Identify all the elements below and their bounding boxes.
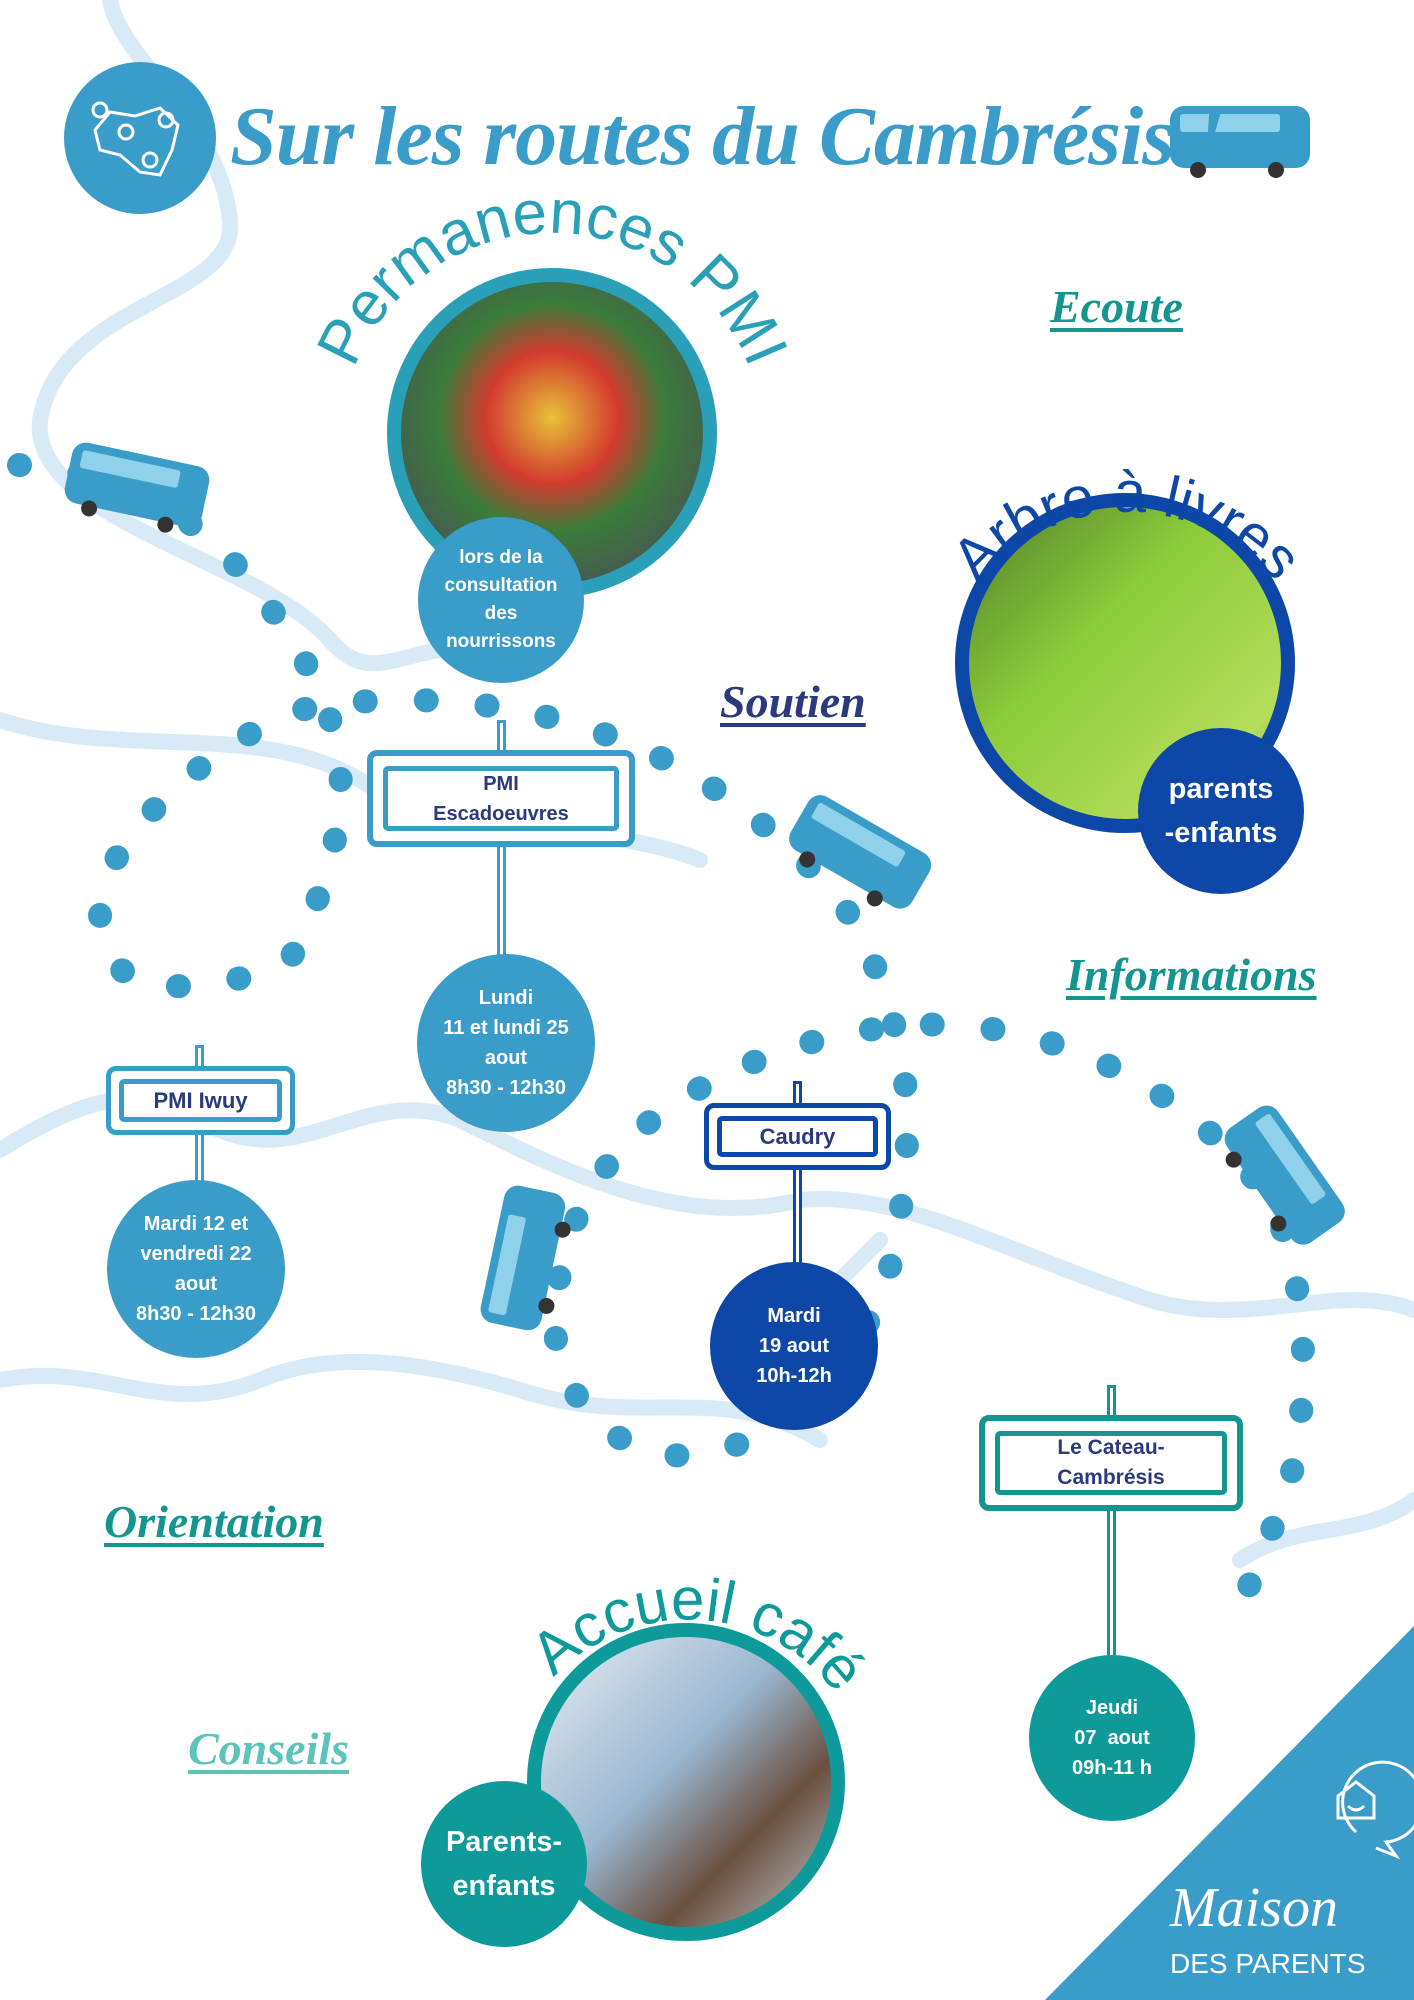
- corner-triangle: [1045, 1626, 1414, 2000]
- page-title: Sur les routes du Cambrésis !: [230, 90, 1227, 183]
- arbre-note-bubble: parents-enfants: [1138, 728, 1304, 894]
- keyword-informations: Informations: [1066, 949, 1317, 1000]
- keyword-conseils: Conseils: [188, 1723, 350, 1774]
- maison-logo-sub: DES PARENTS: [1170, 1948, 1366, 1979]
- map-pins-icon-glyph: [91, 101, 180, 177]
- cafe-photo: [527, 1623, 845, 1941]
- cafe-note-bubble: Parents-enfants: [421, 1781, 587, 1947]
- sign-caudry: Caudry: [704, 1103, 891, 1170]
- dotted-route: [7, 453, 1316, 1622]
- keyword-orientation: Orientation: [104, 1496, 324, 1547]
- maison-logo-script: Maison: [1170, 1877, 1338, 1939]
- keyword-ecoute: Ecoute: [1050, 281, 1183, 332]
- keyword-soutien: Soutien: [720, 676, 866, 727]
- sign-le-cateau: Le Cateau-Cambrésis: [979, 1415, 1243, 1511]
- bus-icon: [64, 106, 1345, 1331]
- house-speech-icon: [1336, 1760, 1414, 1860]
- sign-pmi-iwuy: PMI Iwuy: [106, 1066, 295, 1135]
- map-pins-icon: [64, 62, 216, 214]
